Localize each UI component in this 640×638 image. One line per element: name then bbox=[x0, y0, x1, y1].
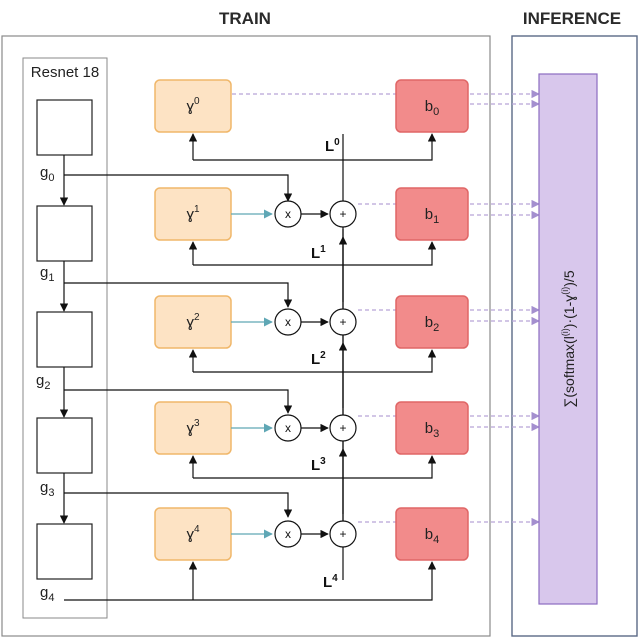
loss-label-0: L0 bbox=[325, 137, 340, 155]
head-box-2 bbox=[395, 295, 469, 349]
inference-ensemble-box bbox=[538, 73, 598, 605]
gamma-label-3: ɣ3 bbox=[186, 418, 200, 437]
head-label-3: b3 bbox=[425, 420, 439, 440]
inference-section-title: INFERENCE bbox=[523, 9, 621, 28]
resnet-block-3 bbox=[36, 417, 93, 474]
add-node-1 bbox=[329, 200, 357, 228]
train-section-title: TRAIN bbox=[219, 9, 271, 28]
resnet-block-0 bbox=[36, 99, 93, 156]
gamma-box-0 bbox=[154, 79, 232, 133]
head-label-2: b2 bbox=[425, 314, 439, 334]
feature-label-g1: g1 bbox=[40, 264, 54, 284]
loss-label-3: L3 bbox=[311, 456, 326, 474]
gamma-label-0: ɣ0 bbox=[186, 96, 200, 115]
head-label-1: b1 bbox=[425, 206, 439, 226]
train-panel bbox=[1, 35, 491, 637]
inference-panel bbox=[511, 35, 638, 637]
loss-line-0 bbox=[193, 133, 437, 161]
gamma-label-1: ɣ1 bbox=[186, 204, 200, 223]
multiply-symbol-2: x bbox=[285, 315, 291, 329]
multiply-symbol-3: x bbox=[285, 421, 291, 435]
add-symbol-1: + bbox=[339, 207, 346, 221]
add-node-4 bbox=[329, 520, 357, 548]
feature-label-g4: g4 bbox=[40, 584, 54, 604]
multiply-symbol-4: x bbox=[285, 527, 291, 541]
multiply-symbol-1: x bbox=[285, 207, 291, 221]
feature-label-g0: g0 bbox=[40, 164, 54, 184]
head-box-3 bbox=[395, 401, 469, 455]
feature-line-g0 bbox=[64, 174, 293, 202]
feature-line-g4 bbox=[64, 561, 437, 601]
feature-line-g3 bbox=[64, 492, 293, 518]
inference-formula: ∑(softmax(l(i))·(1-ɣ(i))/5 bbox=[560, 270, 577, 407]
loss-line-2 bbox=[193, 349, 437, 373]
feature-label-g2: g2 bbox=[36, 372, 50, 392]
head-box-4 bbox=[395, 507, 469, 561]
head-box-0 bbox=[395, 79, 469, 133]
loss-label-4: L4 bbox=[323, 573, 338, 591]
loss-line-3 bbox=[193, 455, 437, 479]
resnet-title: Resnet 18 bbox=[31, 64, 99, 81]
resnet-container bbox=[22, 57, 108, 619]
loss-line-1 bbox=[193, 241, 437, 266]
gamma-label-4: ɣ4 bbox=[186, 524, 200, 543]
resnet-block-1 bbox=[36, 205, 93, 262]
resnet-block-4 bbox=[36, 523, 93, 580]
head-label-4: b4 bbox=[425, 526, 439, 546]
gamma-label-2: ɣ2 bbox=[186, 312, 200, 331]
add-node-3 bbox=[329, 414, 357, 442]
loss-label-2: L2 bbox=[311, 350, 326, 368]
loss-label-1: L1 bbox=[311, 244, 326, 262]
head-box-1 bbox=[395, 187, 469, 241]
add-symbol-2: + bbox=[339, 315, 346, 329]
feature-label-g3: g3 bbox=[40, 479, 54, 499]
resnet-block-2 bbox=[36, 311, 93, 368]
feature-line-g1 bbox=[64, 282, 293, 308]
add-symbol-4: + bbox=[339, 527, 346, 541]
add-symbol-3: + bbox=[339, 421, 346, 435]
add-node-2 bbox=[329, 308, 357, 336]
head-label-0: b0 bbox=[425, 98, 439, 118]
feature-line-g2 bbox=[64, 389, 293, 414]
